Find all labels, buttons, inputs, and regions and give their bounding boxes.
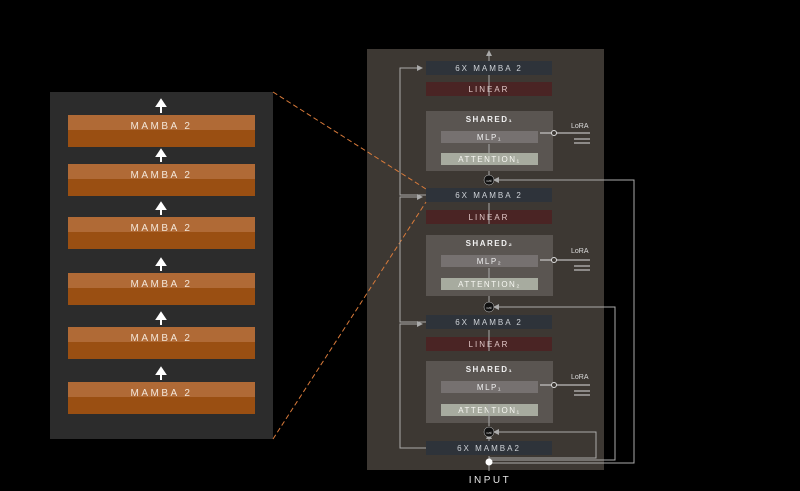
mamba-block: MAMBA 2: [68, 273, 255, 305]
mamba-block: MAMBA 2: [68, 382, 255, 414]
mamba-block: MAMBA 2: [68, 217, 255, 249]
lora-label: LoRA: [571, 123, 589, 130]
stack-arrows: [155, 98, 167, 380]
mamba-block: MAMBA 2: [68, 115, 255, 147]
shared-block-top: SHARED₁ MLP₁ ATTENTION₁: [426, 111, 553, 171]
mamba-block: MAMBA 2: [68, 164, 255, 196]
lora-label: LoRA: [571, 248, 589, 255]
shared-block-title: SHARED₁: [465, 365, 514, 374]
mamba-layer-group-bottom: 6X MAMBA2: [426, 441, 552, 455]
mamba-block: MAMBA 2: [68, 327, 255, 359]
shared-block-title: SHARED₂: [465, 239, 514, 248]
input-node: [485, 458, 493, 466]
mamba-layer-group-mid: 6X MAMBA 2: [426, 188, 552, 202]
attention-block: ATTENTION₁: [441, 153, 538, 165]
shared-block-mid: SHARED₂ MLP₂ ATTENTION₂: [426, 235, 553, 296]
lora-label: LoRA: [571, 374, 589, 381]
mlp-block: MLP₁: [441, 381, 538, 393]
mlp-block: MLP₁: [441, 131, 538, 143]
input-label: INPUT: [468, 475, 512, 486]
shared-block-title: SHARED₁: [465, 115, 514, 124]
zoom-connector-top: [272, 91, 427, 190]
mamba-block-label: MAMBA 2: [130, 223, 193, 234]
cat-label: cat: [486, 430, 492, 435]
cat-nodes: cat cat cat: [483, 174, 495, 438]
mamba-block-label: MAMBA 2: [130, 279, 193, 290]
zoom-connector-bottom: [272, 201, 427, 440]
attention-block: ATTENTION₂: [441, 278, 538, 290]
mamba-layer-group-low: 6X MAMBA 2: [426, 315, 552, 329]
cat-label: cat: [486, 178, 492, 183]
cat-label: cat: [486, 305, 492, 310]
mlp-block: MLP₂: [441, 255, 538, 267]
mamba-block-label: MAMBA 2: [130, 121, 193, 132]
mamba-block-label: MAMBA 2: [130, 388, 193, 399]
mamba-layer-group-top: 6X MAMBA 2: [426, 61, 552, 75]
mamba-block-label: MAMBA 2: [130, 333, 193, 344]
mamba-block-label: MAMBA 2: [130, 170, 193, 181]
